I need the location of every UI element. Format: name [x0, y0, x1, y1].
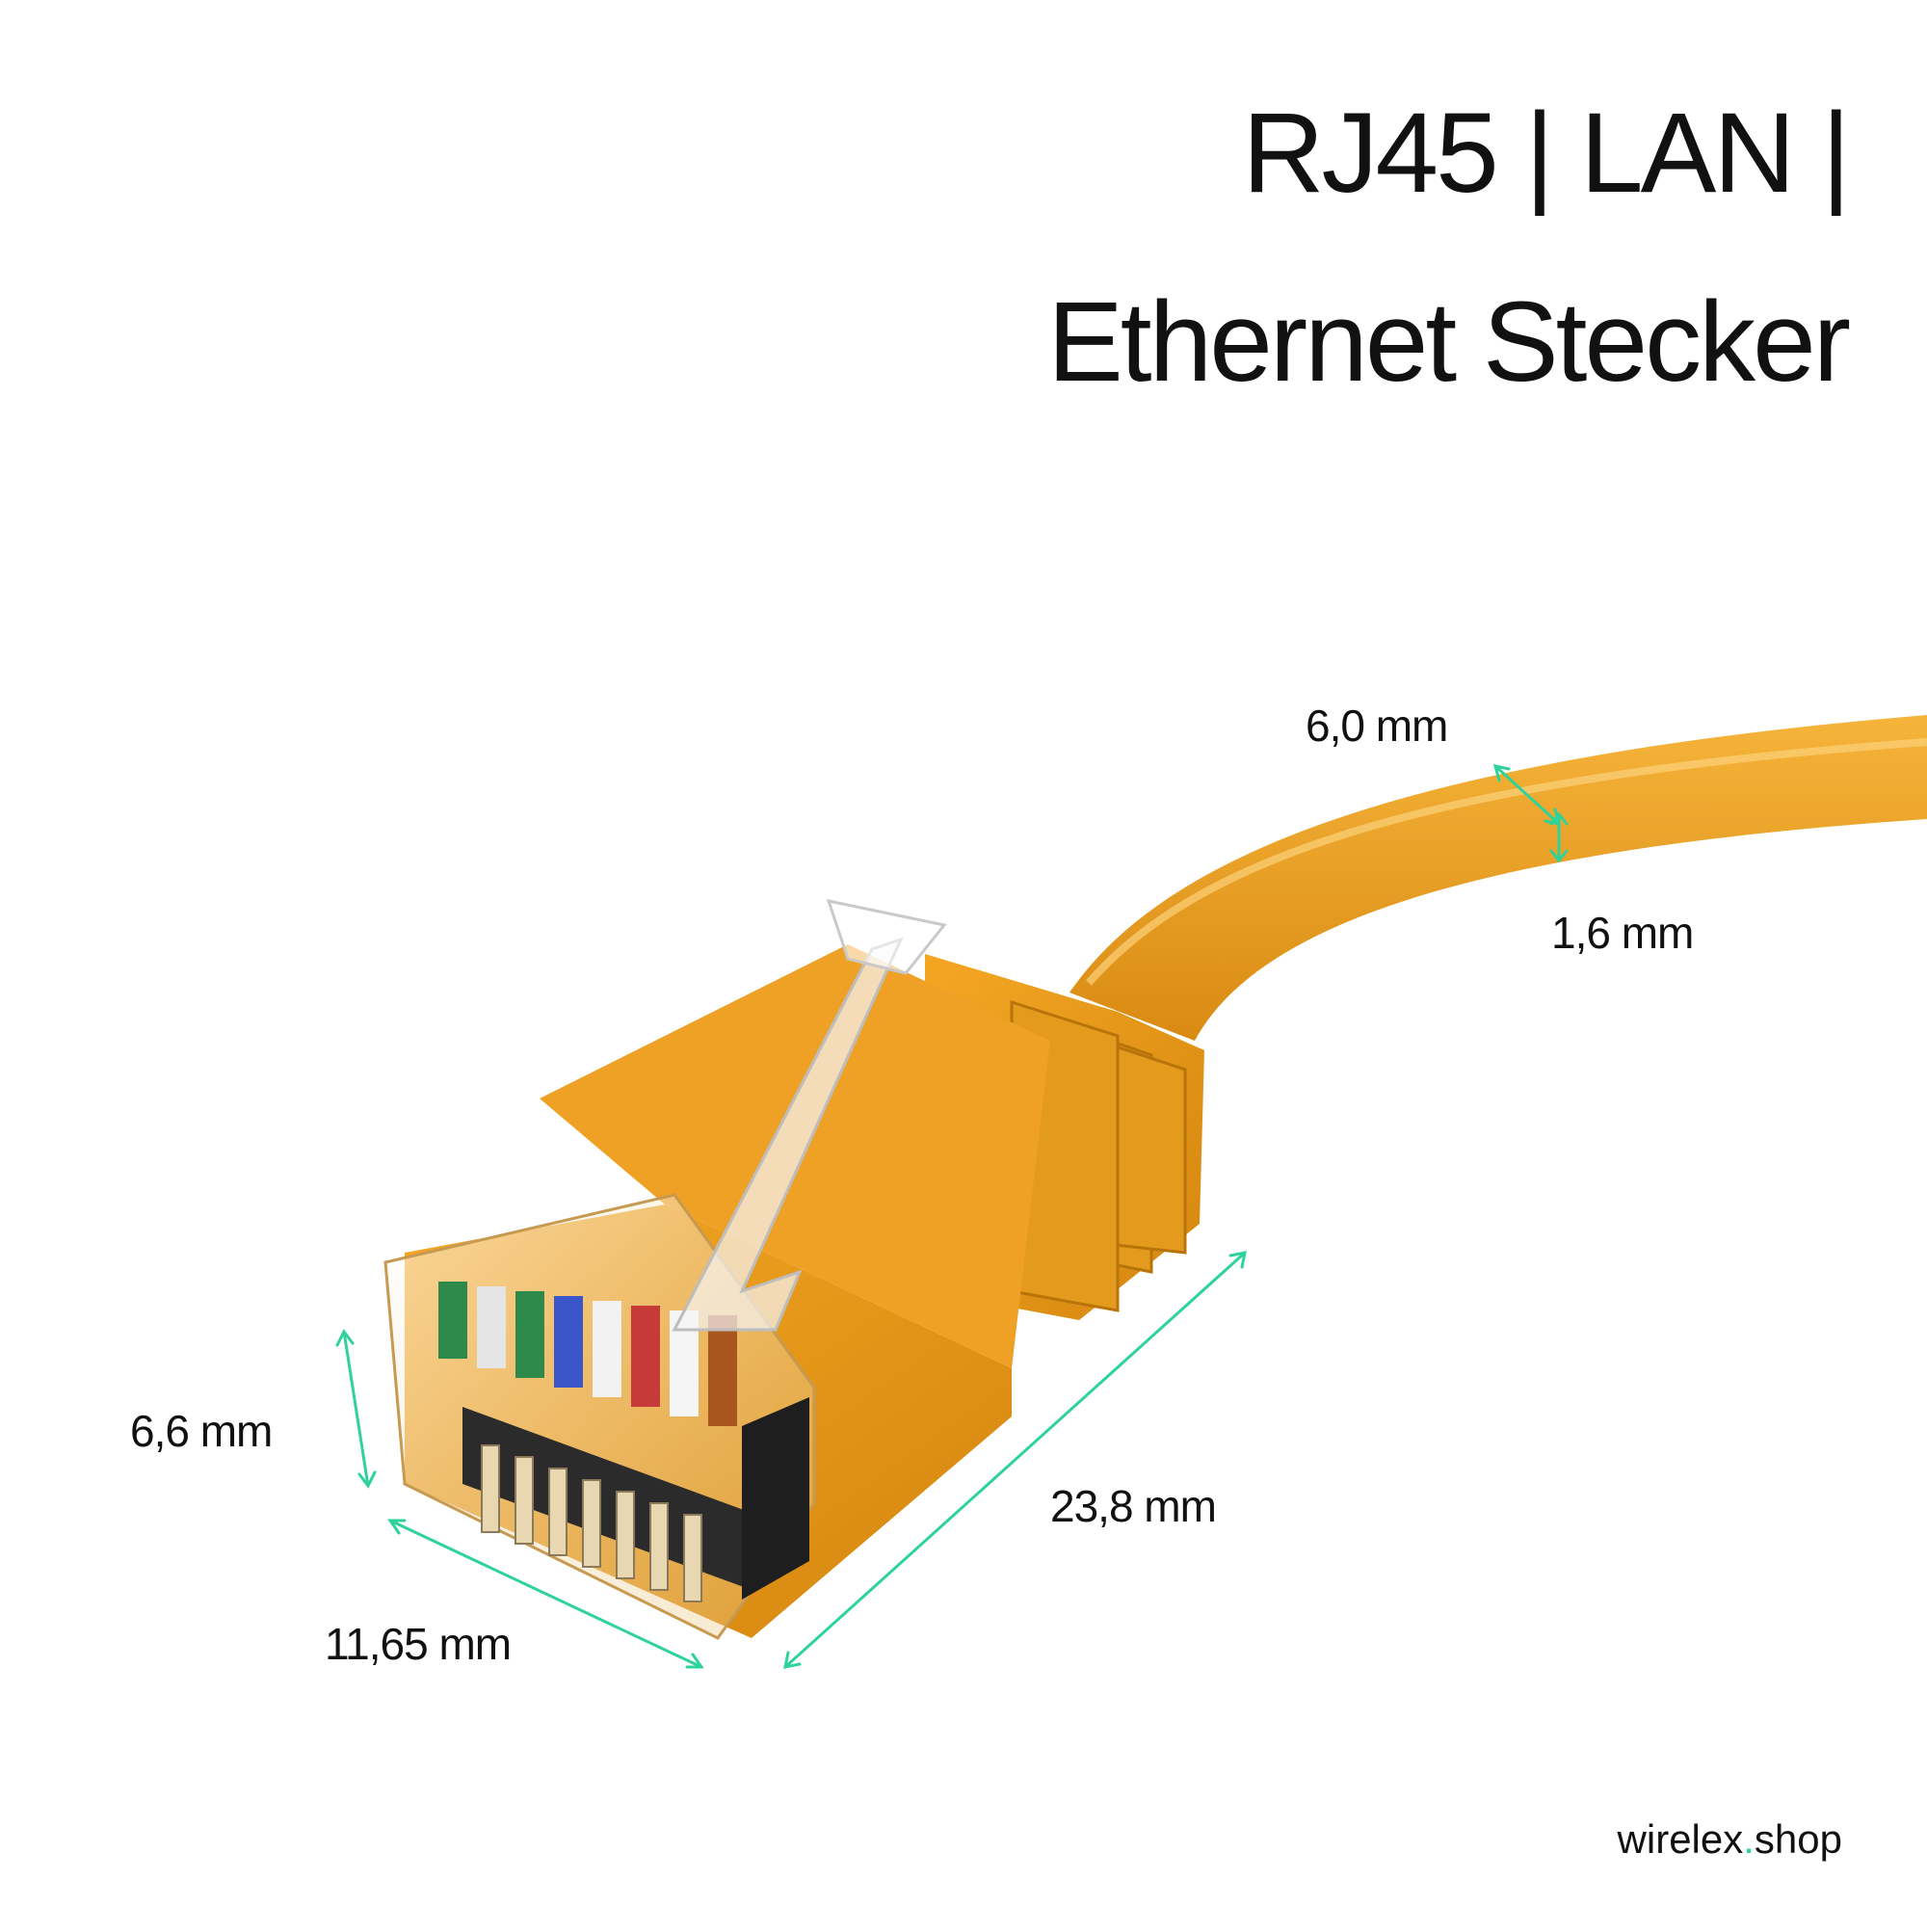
page-title-line-2: Ethernet Stecker — [1047, 278, 1851, 406]
dimension-cable-width: 6,0 mm — [1306, 701, 1448, 751]
latch-arm — [826, 898, 947, 975]
dimension-plug-width: 11,65 mm — [325, 1619, 512, 1669]
brand-name: wirelex — [1617, 1816, 1744, 1862]
page-title-line-1: RJ45 | LAN | — [1242, 90, 1851, 217]
brand-dot: . — [1743, 1816, 1755, 1862]
brand-tld: shop — [1754, 1816, 1842, 1862]
plug-pins — [481, 1444, 702, 1602]
dimension-plug-length: 23,8 mm — [1050, 1481, 1217, 1531]
plug-contacts — [438, 1282, 809, 1600]
dimension-cable-thickness: 1,6 mm — [1551, 908, 1694, 958]
dimension-lines — [335, 764, 1569, 1669]
cable-highlight — [1085, 738, 1927, 986]
cable — [1069, 715, 1927, 1041]
brand-logo: wirelex.shop — [1618, 1819, 1842, 1860]
dimension-plug-height: 6,6 mm — [130, 1406, 273, 1456]
